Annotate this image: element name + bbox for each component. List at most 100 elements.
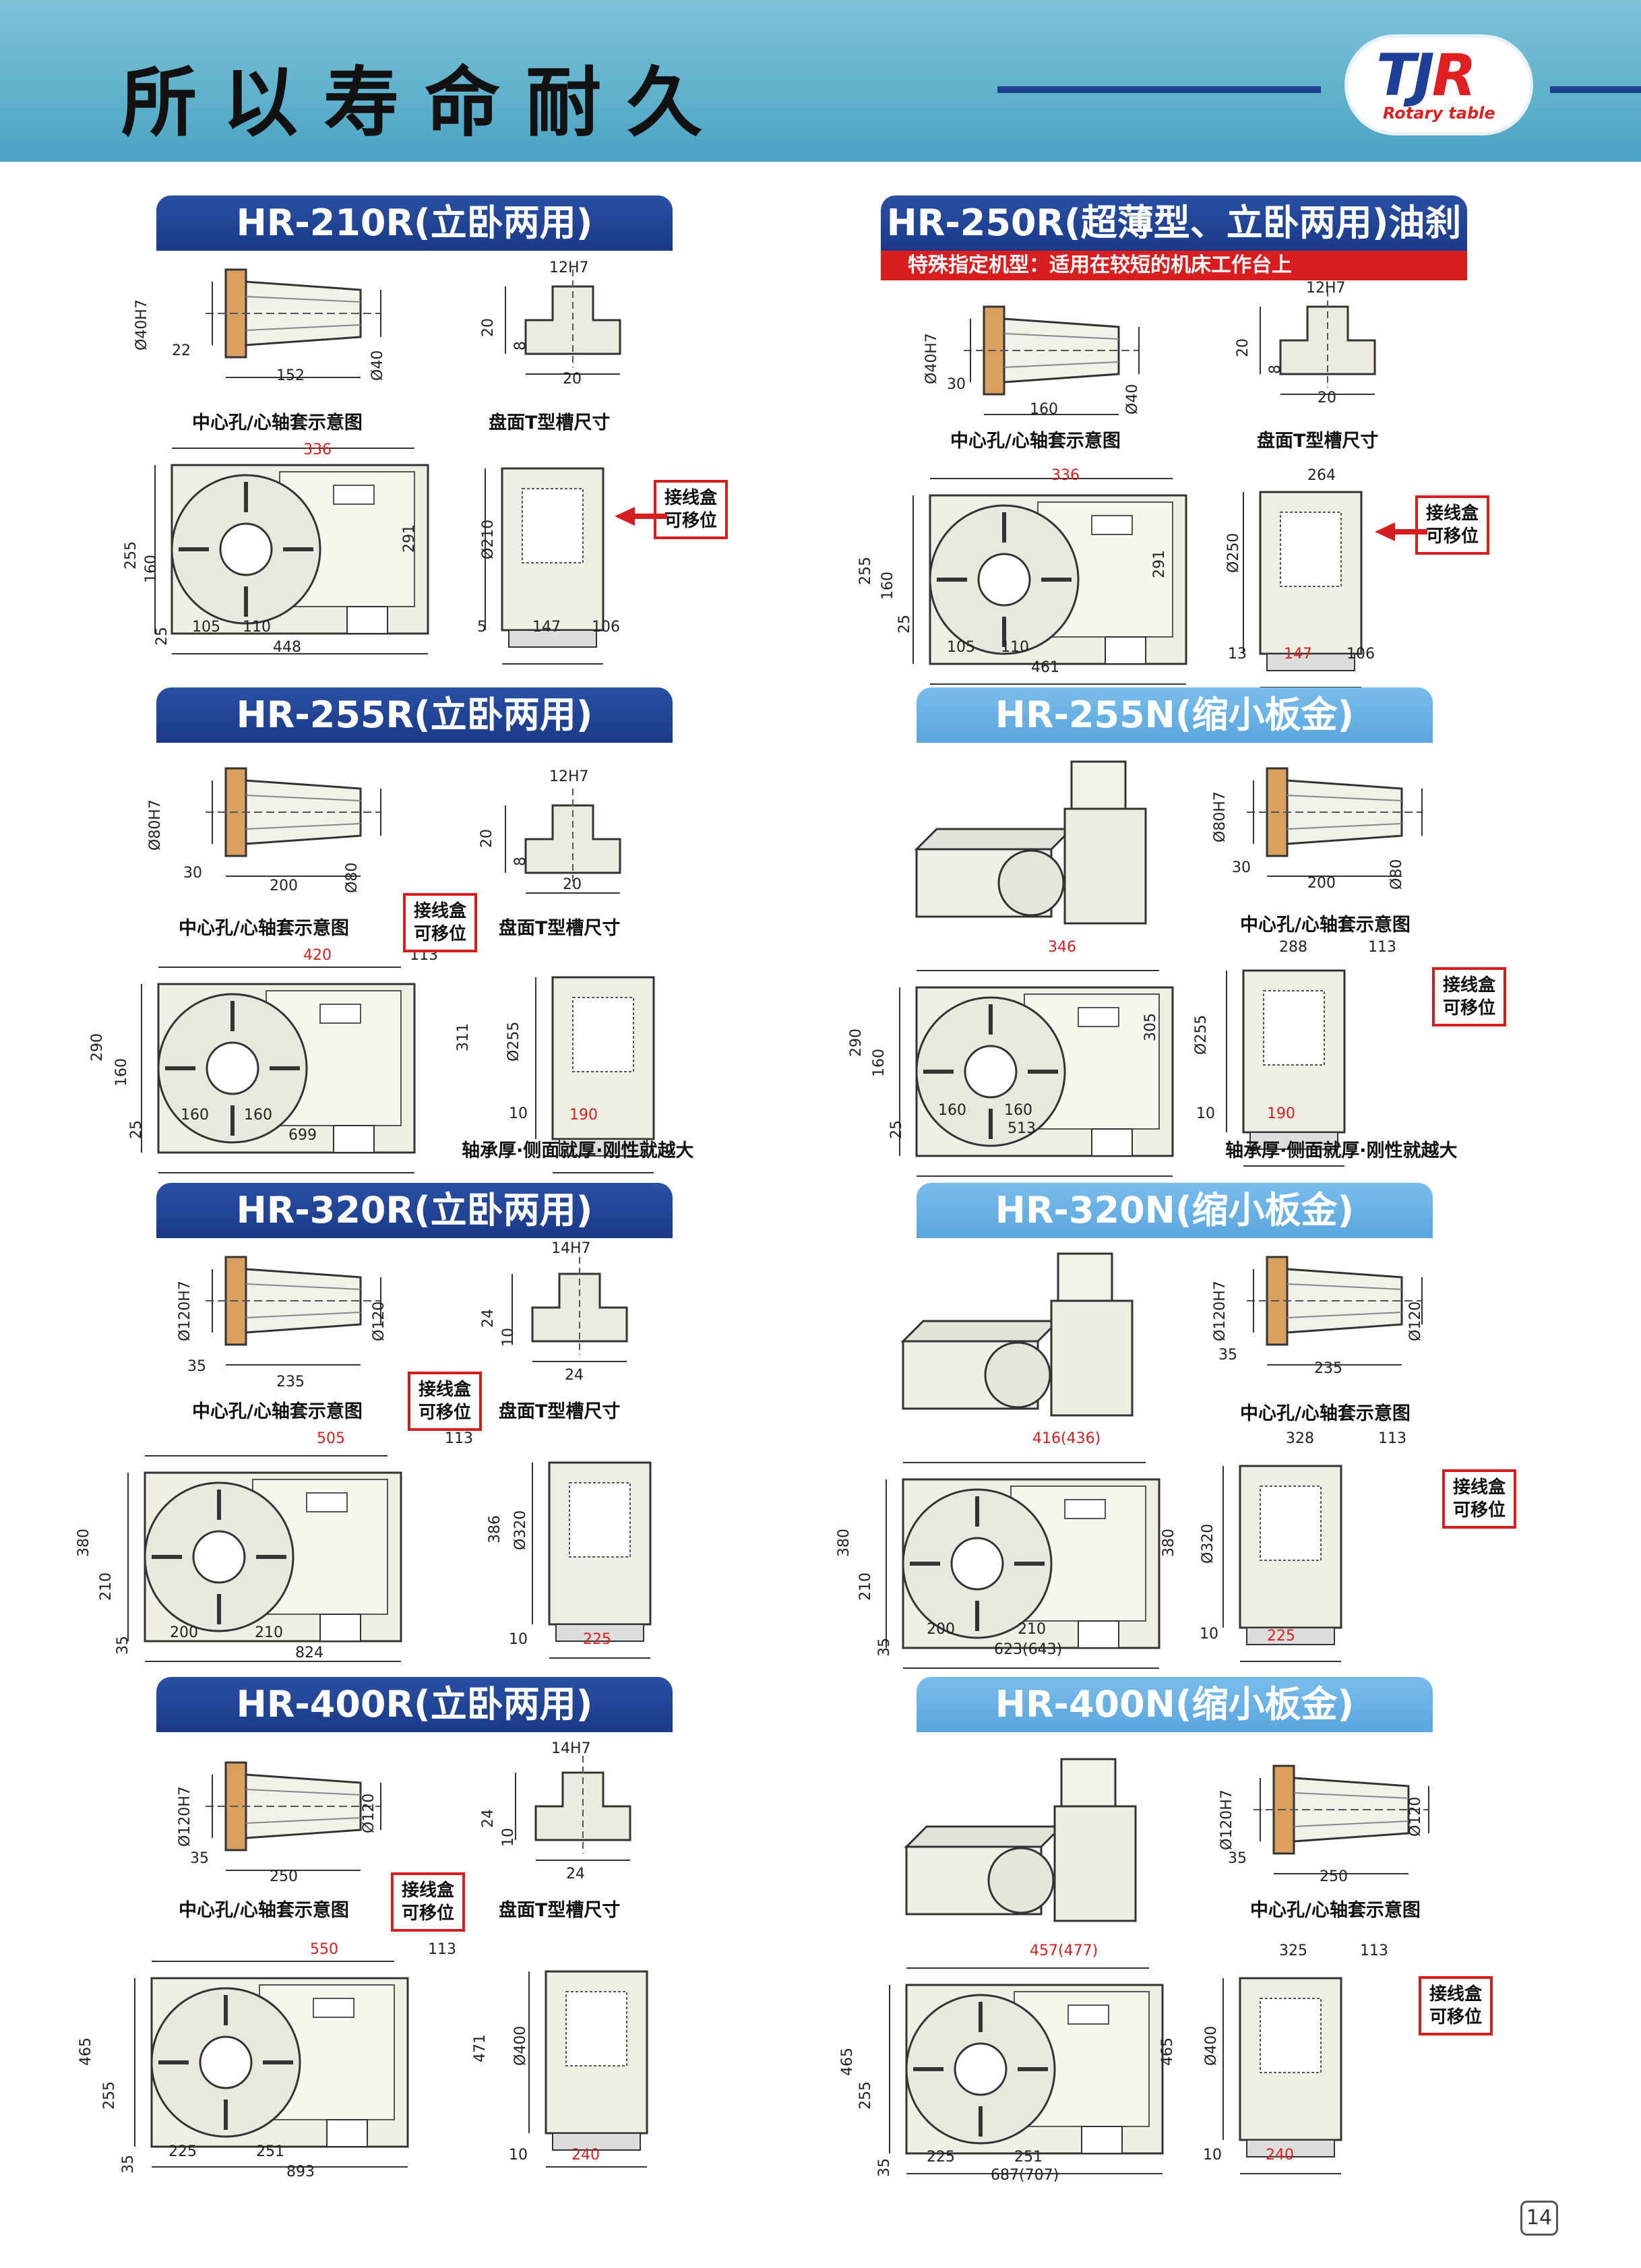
brand-logo: TJR Rotary table [1348,38,1530,132]
hr255r-bore-drawing [204,767,382,878]
hr250r-side-b: 147 [1284,646,1312,663]
hr400r-junction-box-callout: 接线盒可移位 [391,1872,466,1932]
hr400r-front-b: 251 [256,2143,284,2160]
hr320r-junction-box-callout: 接线盒可移位 [408,1372,483,1431]
hr210r-bore-a: 22 [172,342,191,359]
hr255n-bearing-note: 轴承厚·侧面就厚·刚性就越大 [1225,1140,1458,1161]
hr210r-side-b: 147 [532,619,561,636]
hr210r-side-a: 5 [477,619,487,636]
hr400n-side-a: 10 [1203,2147,1222,2164]
hr400r-front-side: 471 [472,2034,489,2062]
hr400r-side-d: Ø400 [512,2025,529,2066]
hr400n-side-d: Ø400 [1203,2025,1220,2066]
hr320n-front-side: 380 [1160,1529,1177,1557]
hr250r-front-side: 291 [1151,550,1168,578]
hr400r-front-h3: 35 [120,2155,137,2174]
hr320r-tslot-w: 14H7 [551,1240,591,1257]
hr320r-tslot-b: 24 [565,1367,584,1384]
hr210r-tslot-b: 20 [563,371,582,388]
hr400n-front-h2: 255 [857,2081,874,2110]
hr320r-bore-caption: 中心孔/心轴套示意图 [192,1401,363,1422]
hr400n-bore-len: 250 [1320,1868,1348,1885]
hr250r-bore-len: 160 [1030,401,1058,418]
hr320n-front-h2: 210 [857,1572,874,1601]
hr255r-tslot-drawing [504,787,621,894]
logo-mark-left: TJ [1376,42,1435,109]
hr320n-front-total: 623(643) [994,1641,1063,1658]
hr320r-bore-a: 35 [187,1358,206,1375]
hr255n-bore-caption: 中心孔/心轴套示意图 [1240,915,1411,936]
model-title-hr250r: HR-250R(超薄型、立卧两用)油刹 [881,195,1467,251]
hr400n-iso-drawing [905,1758,1137,1922]
hr255r-side-b: 190 [569,1107,598,1124]
hr255n-bore-od: Ø80 [1388,859,1405,890]
hr210r-front-top: 336 [303,441,332,458]
hr255r-tslot-h: 20 [478,829,495,848]
model-title-hr210r: HR-210R(立卧两用) [156,195,673,251]
hr255n-side-d: Ø255 [1193,1014,1210,1055]
hr255n-front-a: 160 [938,1102,966,1119]
hr250r-bore-caption: 中心孔/心轴套示意图 [950,431,1121,452]
hr250r-front-h1: 255 [857,557,874,585]
hr320n-bore-d: Ø120H7 [1212,1281,1229,1341]
hr210r-tslot-h: 20 [480,318,497,337]
page-number: 14 [1520,2201,1558,2236]
hr400r-tslot-drawing [514,1754,631,1862]
hr400n-side-drawing [1222,1977,1342,2175]
hr250r-bore-a: 30 [947,376,966,393]
hr255r-front-total: 699 [288,1127,317,1144]
hr320n-side-b: 225 [1267,1628,1295,1645]
hr255r-bore-caption: 中心孔/心轴套示意图 [179,918,349,939]
hr320r-front-total: 824 [295,1645,323,1661]
hr255r-front-side: 311 [455,1023,472,1051]
hr255n-front-h3: 25 [888,1120,905,1139]
hr320r-bore-d: Ø120H7 [177,1281,193,1341]
hr210r-bore-d: Ø40H7 [133,299,150,350]
hr255r-front-h2: 160 [113,1058,130,1086]
hr210r-tslot-s: 8 [512,341,529,350]
hr400n-bore-a: 35 [1228,1850,1247,1867]
hr255n-junction-box-callout: 接线盒可移位 [1432,967,1507,1026]
hr255r-tslot-caption: 盘面T型槽尺寸 [499,918,621,939]
hr255r-front-h3: 25 [128,1120,145,1139]
hr210r-front-a: 105 [192,619,220,636]
hr400r-front-h2: 255 [101,2081,118,2110]
hr210r-side-d: Ø210 [480,519,497,559]
logo-mark-right: R [1431,42,1477,109]
hr250r-front-b: 110 [1001,639,1029,656]
hr210r-tslot-caption: 盘面T型槽尺寸 [489,412,611,433]
hr400r-front-h1: 465 [78,2037,94,2066]
hr400r-bore-len: 250 [270,1868,298,1885]
hr255n-front-top: 346 [1048,939,1076,956]
hr320r-tslot-drawing [511,1256,628,1363]
hr255r-tslot-w: 12H7 [549,768,589,785]
hr400n-bore-caption: 中心孔/心轴套示意图 [1250,1900,1421,1921]
hr210r-front-side: 291 [401,524,418,553]
hr250r-front-total: 461 [1031,659,1059,676]
hr320n-bore-od: Ø120 [1407,1301,1424,1341]
hr255n-front-side: 305 [1142,1013,1159,1041]
hr255r-front-h1: 290 [89,1033,106,1062]
hr400r-bore-a: 35 [190,1850,209,1867]
hr210r-bore-od: Ø40 [369,350,386,381]
hr400r-front-a: 225 [168,2143,197,2160]
hr255r-side-a: 10 [509,1105,528,1122]
hr210r-front-h3: 25 [154,627,171,646]
hr210r-junction-box-callout: 接线盒可移位 [654,480,729,539]
hr400r-bore-caption: 中心孔/心轴套示意图 [179,1900,349,1921]
hr400n-junction-box-callout: 接线盒可移位 [1419,1976,1493,2035]
hr400r-side-b: 240 [571,2147,600,2164]
hr255r-tslot-b: 20 [563,876,582,893]
hr210r-front-total: 448 [273,639,301,656]
model-title-hr320n: HR-320N(缩小板金) [917,1183,1433,1238]
page-header: 所以寿命耐久 TJR Rotary table [0,0,1641,162]
model-title-hr400n: HR-400N(缩小板金) [917,1677,1433,1732]
hr255n-iso-drawing [915,760,1147,925]
hr320r-front-h1: 380 [75,1529,92,1557]
hr400r-side-a: 10 [509,2147,528,2164]
hr400r-tslot-s: 10 [500,1828,517,1847]
hr320n-side-top: 328 [1286,1430,1314,1447]
hr400n-front-a: 225 [927,2149,955,2166]
hr320r-bore-len: 235 [276,1374,305,1390]
hr400n-front-h1: 465 [839,2048,856,2076]
